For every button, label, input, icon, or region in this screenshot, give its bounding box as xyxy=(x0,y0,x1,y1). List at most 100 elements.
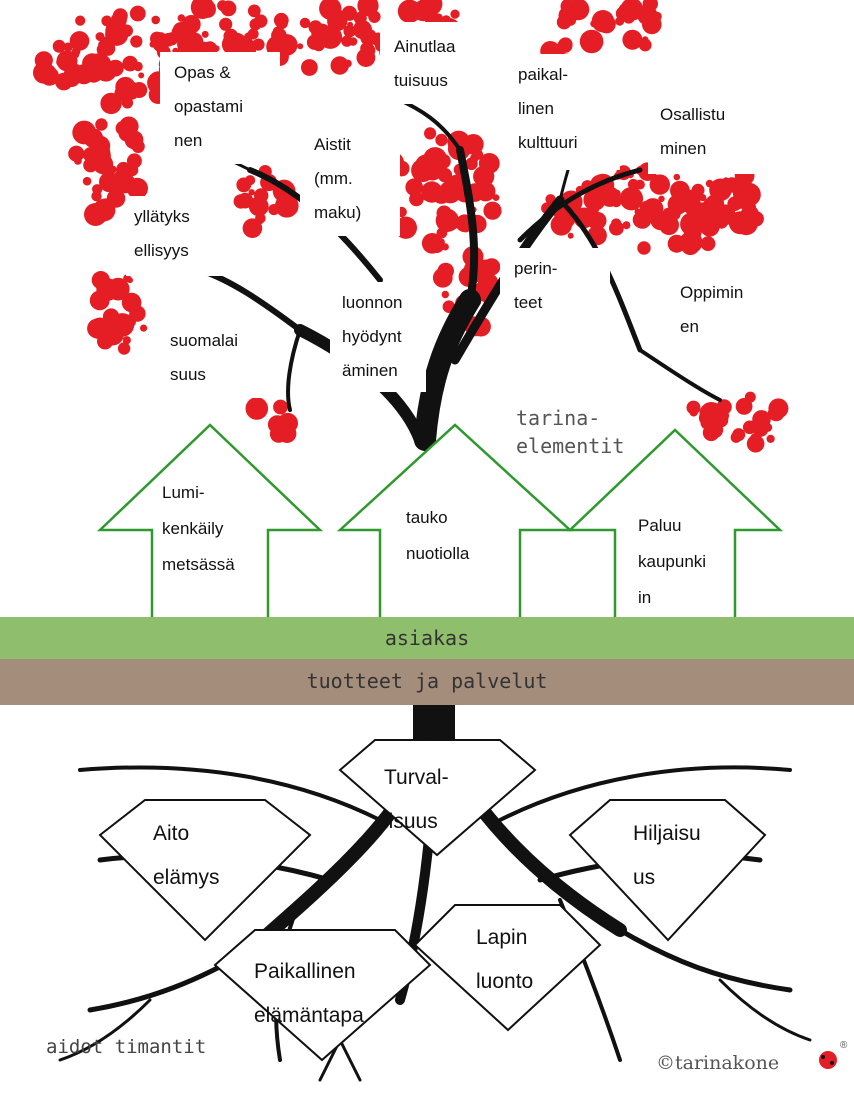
berry-dot xyxy=(286,422,294,430)
asiakas-band: asiakas xyxy=(0,617,854,659)
berry-dot xyxy=(737,200,746,209)
berry-dot xyxy=(424,127,436,139)
berry-dot xyxy=(637,241,650,254)
berry-dot xyxy=(658,196,664,202)
canopy-box-ainutlaatuisuus: Ainutlaa tuisuus xyxy=(380,22,490,104)
berry-dot xyxy=(268,204,279,215)
berry-dot xyxy=(438,168,452,182)
berry-dot xyxy=(85,65,103,83)
berry-dot xyxy=(746,197,756,207)
berry-dot xyxy=(129,305,145,321)
berry-dot xyxy=(681,236,700,255)
berry-dot xyxy=(133,62,142,71)
berry-dot xyxy=(178,14,186,22)
canopy-box-yllatyksellisyys: yllätyks ellisyys xyxy=(126,196,230,276)
berry-dot xyxy=(151,16,160,25)
canopy-box-aistit: Aistit (mm. maku) xyxy=(300,124,400,236)
arrow-label-paluu: Paluu kaupunki in xyxy=(638,508,706,616)
berry-dot xyxy=(622,1,630,9)
berry-dot xyxy=(200,1,215,16)
berry-dot xyxy=(127,153,142,168)
berry-dot xyxy=(113,8,128,23)
berry-dot xyxy=(699,410,715,426)
berry-dot xyxy=(245,175,255,185)
berry-dot xyxy=(103,308,119,324)
berry-dot xyxy=(421,181,442,202)
berry-dot xyxy=(93,199,116,222)
berry-dot xyxy=(219,18,232,31)
berry-dot xyxy=(485,206,495,216)
berry-dot xyxy=(202,31,209,38)
berry-dot xyxy=(708,207,720,219)
berry-dot xyxy=(593,234,600,241)
berry-dot xyxy=(83,177,92,186)
registered-mark: ® xyxy=(840,1040,847,1051)
berry-dot xyxy=(434,14,442,22)
canopy-box-oppiminen: Oppimin en xyxy=(668,272,780,356)
berry-dot xyxy=(398,0,421,23)
berry-dot xyxy=(344,60,352,68)
berry-dot xyxy=(300,18,310,28)
berry-dot xyxy=(276,17,288,29)
berry-dot xyxy=(600,187,620,207)
canopy-box-suomalaisuus: suomalai suus xyxy=(158,318,262,398)
aidot-timantit-label: aidot timantit xyxy=(46,1036,206,1058)
arrow-label-tauko: tauko nuotiolla xyxy=(406,500,469,572)
berry-dot xyxy=(353,20,372,39)
berry-dot xyxy=(116,121,130,135)
canopy-box-osallistuminen: Osallistu minen xyxy=(648,90,758,174)
berry-dot xyxy=(623,11,635,23)
berry-dot xyxy=(297,43,303,49)
berry-dot xyxy=(75,16,85,26)
berry-dot xyxy=(62,69,81,88)
diamond-label-aito-elamys: Aito elämys xyxy=(153,812,220,900)
berry-dot xyxy=(268,415,286,433)
berry-dot xyxy=(244,32,253,41)
berry-dot xyxy=(473,166,494,187)
berry-dot xyxy=(590,20,597,27)
berry-dot xyxy=(684,198,701,215)
canopy-box-paikallinen-kulttuuri: paikal- linen kulttuuri xyxy=(510,54,620,170)
berry-dot xyxy=(716,404,725,413)
berry-dot xyxy=(557,15,572,30)
berry-dot xyxy=(72,121,96,145)
berry-dot xyxy=(637,5,657,25)
berry-dot xyxy=(130,6,146,22)
berry-dot xyxy=(415,154,439,178)
berry-dot xyxy=(701,236,716,251)
berry-dot xyxy=(221,0,237,16)
berry-dot xyxy=(588,33,600,45)
berry-dot xyxy=(442,291,449,298)
berry-dot xyxy=(73,52,79,58)
berry-dot xyxy=(349,37,358,46)
canopy-box-opas: Opas & opastami nen xyxy=(160,52,280,164)
berry-dot xyxy=(319,25,343,49)
tarina-elementit-label: tarina- elementit xyxy=(516,404,624,460)
berry-dot xyxy=(642,36,649,43)
diamond-label-lapin-luonto: Lapin luonto xyxy=(476,916,533,1004)
ladybug-logo-mark xyxy=(819,1051,837,1069)
berry-dot xyxy=(273,400,288,415)
berry-dot xyxy=(100,93,121,114)
berry-dot xyxy=(250,18,262,30)
berry-dot xyxy=(752,410,771,429)
berry-dot xyxy=(622,30,642,50)
berry-dot xyxy=(97,333,113,349)
berry-dot xyxy=(74,157,82,165)
berry-dot xyxy=(450,10,459,19)
berry-dot xyxy=(731,432,742,443)
canopy-box-perinteet: perin- teet xyxy=(500,248,610,334)
berry-dot xyxy=(714,413,728,427)
tarinakone-logo: ©tarinakone xyxy=(656,1052,779,1074)
berry-dot xyxy=(715,216,728,229)
berry-dot xyxy=(115,77,135,97)
berry-dot xyxy=(480,158,489,167)
berry-dot xyxy=(699,194,706,201)
berry-dot xyxy=(668,208,681,221)
berry-dot xyxy=(213,45,220,52)
logo-text: ©tarinakone xyxy=(656,1052,779,1074)
berry-dot xyxy=(767,435,775,443)
berry-dot xyxy=(114,338,120,344)
berry-dot xyxy=(92,271,110,289)
berry-dot xyxy=(687,401,701,415)
